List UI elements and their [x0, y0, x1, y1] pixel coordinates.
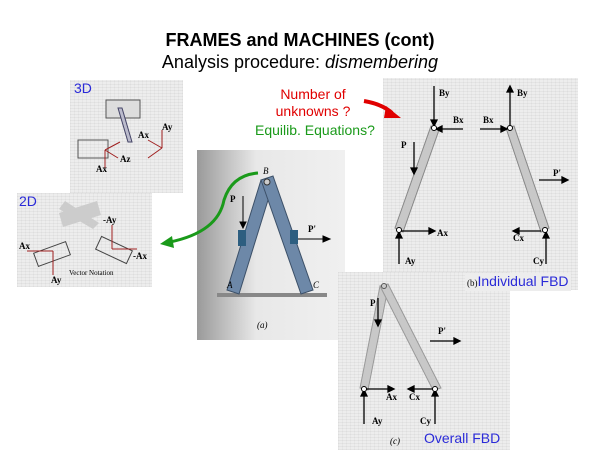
force-3d-az: Az	[120, 154, 131, 164]
individual-fbd-diagram: By Bx Bx By P P' Ax Ay Cx Cy	[394, 84, 570, 266]
subtitle-prefix: Analysis procedure:	[161, 52, 326, 72]
equilibrium-question: Equilib. Equations?	[255, 122, 375, 138]
frame-illustration: A B C P P' (a)	[217, 166, 332, 330]
individual-fbd-text: Individual FBD	[477, 273, 569, 289]
panel-overall-fbd: P P' Ax Ay Cx Cy (c) Overall FBD	[338, 272, 510, 450]
panel-3d: 3D Ax Az Ax Ay	[70, 80, 183, 193]
overall-force-p-prime: P'	[438, 326, 446, 336]
subtitle-emphasis: dismembering	[325, 52, 439, 72]
slide-title: FRAMES and MACHINES (cont)	[165, 30, 435, 50]
frame-photo-panel: A B C P P' (a)	[197, 150, 345, 340]
2d-joint-diagram: Ax Ay -Ay -Ax Vector Notation	[19, 201, 147, 285]
force-p-prime: P'	[553, 168, 561, 178]
overall-force-cy: Cy	[420, 416, 431, 426]
panel-individual-fbd: By Bx Bx By P P' Ax Ay Cx Cy	[383, 78, 578, 290]
force-2d-neg-ax: -Ax	[133, 251, 147, 261]
overall-force-p: P	[370, 298, 376, 308]
force-cy: Cy	[533, 256, 544, 266]
individual-fbd-label: (b)Individual FBD	[465, 273, 571, 291]
label-c: C	[313, 280, 320, 290]
force-p: P	[401, 140, 407, 150]
label-p: P	[230, 194, 236, 204]
caption-b: (b)	[467, 278, 478, 288]
vector-notation-caption: Vector Notation	[69, 269, 114, 277]
3d-joint-diagram: Ax Az Ax Ay	[77, 99, 173, 174]
label-3d: 3D	[74, 80, 92, 96]
label-2d: 2D	[19, 193, 37, 209]
panel-2d: 2D Ax Ay -Ay -Ax Vector Notation	[17, 193, 152, 287]
force-by-left: By	[439, 88, 450, 98]
label-b: B	[263, 166, 269, 176]
overall-fbd-diagram: P P' Ax Ay Cx Cy (c)	[359, 283, 462, 446]
overall-force-ay: Ay	[372, 416, 383, 426]
overall-force-ax: Ax	[386, 392, 397, 402]
force-3d-ax: Ax	[96, 164, 107, 174]
force-3d-ay2: Ay	[162, 122, 173, 132]
label-a: A	[226, 280, 233, 290]
force-2d-ay: Ay	[51, 275, 62, 285]
force-ay: Ay	[405, 256, 416, 266]
force-2d-ax: Ax	[19, 241, 30, 251]
slide-subtitle: Analysis procedure: dismembering	[0, 52, 600, 73]
force-3d-ax2: Ax	[138, 130, 149, 140]
caption-a: (a)	[257, 320, 268, 330]
label-p-prime: P'	[308, 224, 316, 234]
unknowns-line2: unknowns ?	[275, 103, 351, 119]
force-bx-right: Bx	[483, 115, 494, 125]
force-ax: Ax	[437, 228, 448, 238]
unknowns-line1: Number of	[280, 86, 346, 102]
force-by-right: By	[517, 88, 528, 98]
overall-fbd-label: Overall FBD	[424, 430, 501, 446]
force-2d-neg-ay: -Ay	[103, 215, 117, 225]
force-cx: Cx	[513, 233, 524, 243]
unknowns-question: Number of unknowns ?	[258, 86, 368, 120]
overall-force-cx: Cx	[409, 392, 420, 402]
force-bx-left: Bx	[453, 115, 464, 125]
caption-c: (c)	[390, 436, 400, 446]
